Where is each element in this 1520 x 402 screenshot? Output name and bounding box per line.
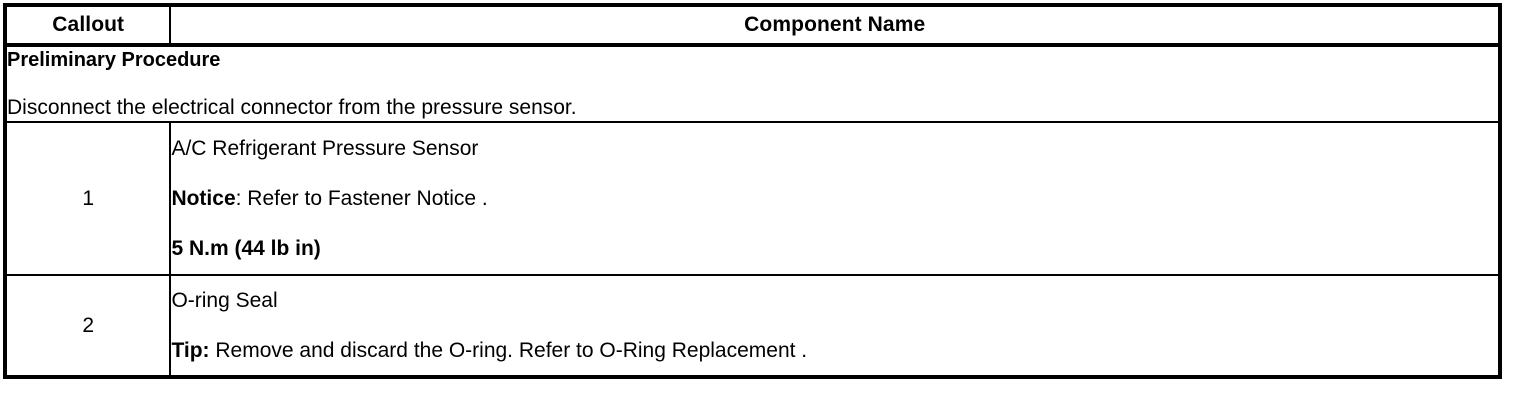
component-name-1: A/C Refrigerant Pressure Sensor	[171, 136, 479, 160]
component-name-2: O-ring Seal	[171, 288, 278, 312]
column-header-component-name: Component Name	[170, 5, 1500, 47]
notice-line-1: Notice: Refer to Fastener Notice .	[171, 186, 1498, 212]
preliminary-procedure-title: Preliminary Procedure	[7, 49, 221, 71]
notice-text: : Refer to Fastener Notice .	[235, 186, 488, 210]
preliminary-procedure-step: Disconnect the electrical connector from…	[7, 96, 577, 119]
column-header-callout: Callout	[5, 5, 172, 47]
preliminary-procedure-cell: Preliminary Procedure Disconnect the ele…	[5, 45, 1500, 123]
component-callout-table: Callout Component Name Preliminary Proce…	[3, 3, 1502, 379]
component-description-cell-2: O-ring Seal Tip: Remove and discard the …	[170, 275, 1500, 377]
preliminary-procedure-row: Preliminary Procedure Disconnect the ele…	[5, 45, 1500, 123]
torque-spec-1: 5 N.m (44 lb in)	[171, 236, 321, 260]
tip-text: Remove and discard the O-ring. Refer to …	[209, 338, 808, 362]
table-row: 2 O-ring Seal Tip: Remove and discard th…	[5, 275, 1500, 377]
tip-label: Tip:	[171, 338, 210, 362]
callout-number-2: 2	[5, 275, 172, 377]
table-row: 1 A/C Refrigerant Pressure Sensor Notice…	[5, 122, 1500, 276]
component-description-cell-1: A/C Refrigerant Pressure Sensor Notice: …	[170, 122, 1500, 276]
tip-line-2: Tip: Remove and discard the O-ring. Refe…	[171, 338, 1498, 364]
callout-number-1: 1	[5, 122, 172, 276]
table-header-row: Callout Component Name	[5, 5, 1500, 47]
notice-label: Notice	[171, 186, 236, 210]
